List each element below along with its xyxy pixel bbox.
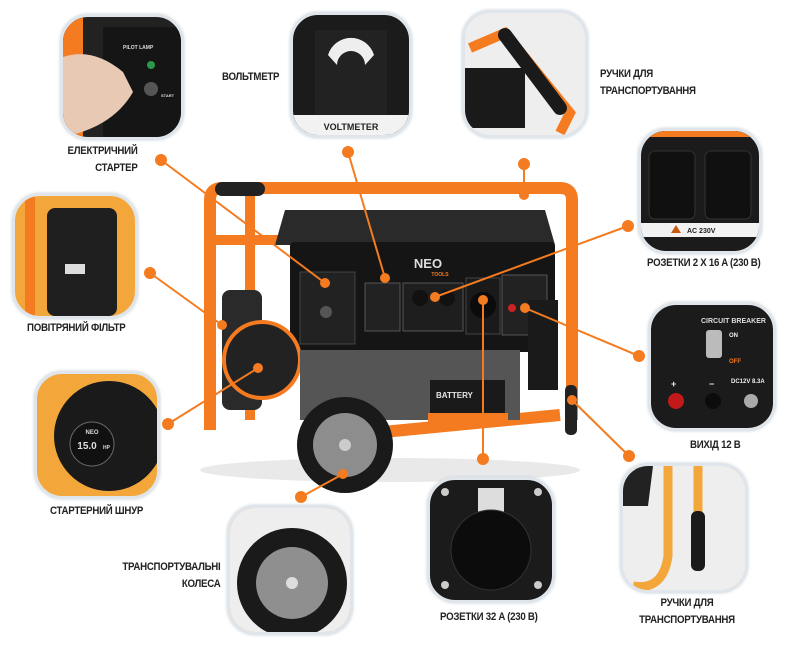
- label-handles-bottom: РУЧКИ ДЛЯ ТРАНСПОРТУВАННЯ: [625, 595, 748, 629]
- off-text: OFF: [729, 359, 741, 365]
- dc12v-text: DC12V 8.3A: [731, 379, 765, 385]
- label-air-filter: ПОВІТРЯНИЙ ФІЛЬТР: [27, 322, 126, 334]
- start-text: START: [161, 93, 175, 98]
- label-starter-cord: СТАРТЕРНИЙ ШНУР: [50, 505, 144, 517]
- photo-handles-top: [462, 10, 588, 138]
- photo-handles-bottom: [620, 463, 748, 593]
- plus-text: +: [671, 379, 676, 389]
- photo-air-filter: [12, 193, 138, 319]
- brand-logo: NEO: [414, 256, 442, 271]
- label-line: ТРАНСПОРТУВАННЯ: [639, 614, 735, 626]
- minus-text: −: [709, 379, 714, 389]
- cord-brand: NEO: [85, 430, 98, 436]
- photo-socket-32: [427, 477, 555, 603]
- photo-electric-starter: PILOT LAMP START: [60, 14, 184, 140]
- hp-value: 15.0: [77, 441, 97, 452]
- label-line: ТРАНСПОРТУВАЛЬНІ: [121, 561, 220, 573]
- label-socket-32: РОЗЕТКИ 32 A (230 B): [440, 611, 538, 623]
- generator-image: NEO TOOLS BATTERY: [200, 182, 580, 493]
- label-line: ТРАНСПОРТУВАННЯ: [600, 85, 696, 97]
- photo-12v-output: CIRCUIT BREAKER ON OFF + − DC12V 8.3A: [648, 302, 776, 431]
- on-text: ON: [729, 333, 738, 339]
- label-line: КОЛЕСА: [181, 578, 220, 590]
- label-line: РУЧКИ ДЛЯ: [660, 597, 714, 609]
- label-wheels: ТРАНСПОРТУВАЛЬНІ КОЛЕСА: [122, 559, 220, 593]
- pilot-lamp-text: PILOT LAMP: [123, 45, 154, 51]
- photo-voltmeter: VOLTMETER: [290, 12, 412, 138]
- circuit-breaker-text: CIRCUIT BREAKER: [701, 318, 766, 325]
- ac-230v-text: AC 230V: [687, 228, 716, 235]
- brand-sub: TOOLS: [431, 272, 449, 278]
- photo-starter-cord: NEO 15.0 HP: [34, 371, 160, 499]
- photo-wheels: [227, 505, 353, 635]
- hp-unit: HP: [103, 445, 111, 451]
- photo-sockets-2x16: AC 230V: [638, 128, 762, 254]
- label-electric-starter: ЕЛЕКТРИЧНИЙ СТАРТЕР: [68, 143, 138, 177]
- callout-dot: [155, 154, 167, 166]
- label-line: СТАРТЕР: [95, 162, 139, 174]
- voltmeter-text: VOLTMETER: [324, 122, 379, 132]
- label-line: ЕЛЕКТРИЧНИЙ: [68, 145, 138, 157]
- label-12v-output: ВИХІД 12 В: [690, 439, 741, 451]
- label-handles-top: РУЧКИ ДЛЯ ТРАНСПОРТУВАННЯ: [600, 66, 696, 100]
- label-line: РУЧКИ ДЛЯ: [600, 68, 653, 80]
- battery-label: BATTERY: [436, 391, 474, 400]
- label-sockets-2x16: РОЗЕТКИ 2 X 16 A (230 B): [647, 257, 761, 269]
- label-voltmeter: ВОЛЬТМЕТР: [222, 71, 280, 83]
